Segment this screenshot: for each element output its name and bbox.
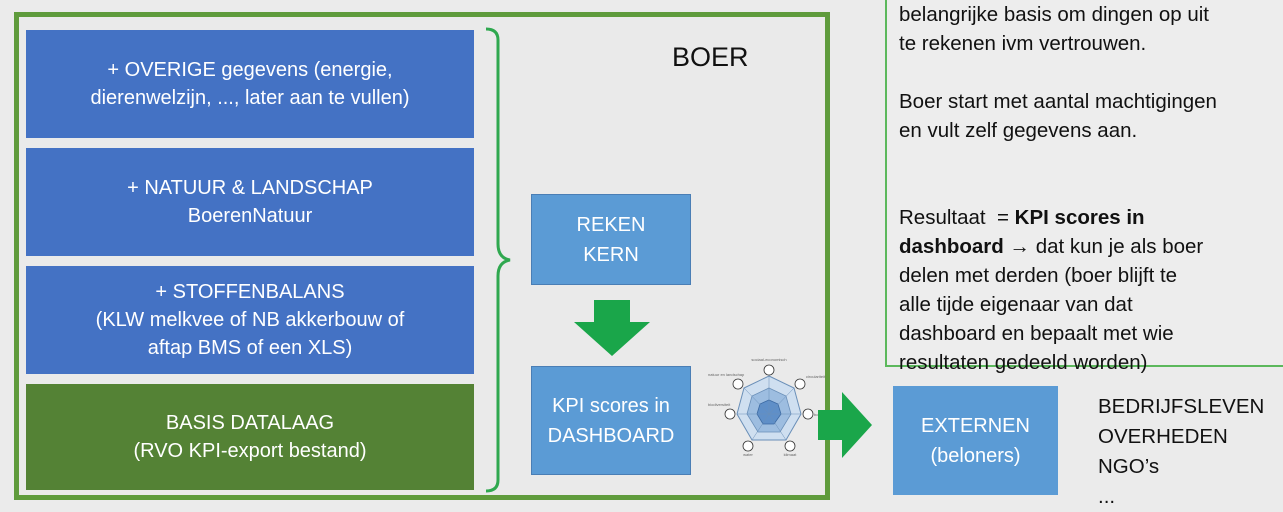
reken-line2: KERN <box>583 243 639 266</box>
note-line: Boer start met aantal machtigingen <box>899 90 1217 113</box>
radar-chart-graphic: sociaal-economisch circulariteit bodem k… <box>708 357 827 457</box>
radar-label-4: klimaat <box>784 452 798 457</box>
block-overige: + OVERIGE gegevens (energie, dierenwelzi… <box>26 30 474 138</box>
radar-label-6: biodiversiteit <box>708 402 731 407</box>
note-line: en vult zelf gegevens aan. <box>899 119 1138 142</box>
result-bold-dashboard: dashboard <box>899 235 1004 258</box>
note-line: delen met derden (boer blijft te <box>899 264 1178 287</box>
block-basis-line1: BASIS DATALAAG <box>165 412 335 434</box>
result-arrow-icon: → <box>1009 235 1031 258</box>
note-result-line: Resultaat = KPI scores in <box>899 203 1283 232</box>
recipient-item: NGO’s <box>1098 455 1160 478</box>
boer-label: BOER <box>672 42 749 72</box>
block-stoffenbalans-line1: + STOFFENBALANS <box>155 281 345 303</box>
note-line: resultaten gedeeld worden) <box>899 351 1148 374</box>
block-natuur: + NATUUR & LANDSCHAP BoerenNatuur <box>26 148 474 256</box>
note-line: dashboard en bepaalt met wie <box>899 322 1174 345</box>
note-result-line2: dashboard → dat kun je als boer <box>899 232 1283 261</box>
down-arrow-icon <box>574 300 650 356</box>
block-stoffenbalans: + STOFFENBALANS (KLW melkvee of NB akker… <box>26 266 474 374</box>
block-natuur-line1: + NATUUR & LANDSCHAP <box>127 177 373 199</box>
block-stoffenbalans-line2: (KLW melkvee of NB akkerbouw of <box>95 309 405 331</box>
recipient-item: BEDRIJFSLEVEN <box>1098 395 1265 418</box>
recipient-item: OVERHEDEN <box>1098 425 1228 448</box>
externen-box: EXTERNEN (beloners) <box>893 386 1058 495</box>
note-line: alle tijde eigenaar van dat <box>899 293 1133 316</box>
explanation-note: belangrijke basis om dingen op uit te re… <box>885 0 1283 374</box>
externen-line1: EXTERNEN <box>921 414 1030 437</box>
recipients-list: BEDRIJFSLEVEN OVERHEDEN NGO’s ... <box>1098 392 1264 512</box>
externen-line2: (beloners) <box>930 444 1021 467</box>
block-stoffenbalans-line3: aftap BMS of een XLS) <box>147 337 353 359</box>
block-basis-line2: (RVO KPI-export bestand) <box>133 440 367 462</box>
reken-line1: REKEN <box>576 213 646 236</box>
block-basis-datalaag: BASIS DATALAAG (RVO KPI-export bestand) <box>26 384 474 490</box>
block-natuur-line2: BoerenNatuur <box>187 205 313 227</box>
kpi-line1: KPI scores in <box>552 394 670 417</box>
note-line: belangrijke basis om dingen op uit <box>899 3 1209 26</box>
radar-label-7: natuur en landschap <box>708 372 745 377</box>
curly-brace <box>485 27 511 493</box>
right-arrow-icon <box>818 392 872 458</box>
block-overige-line1: + OVERIGE gegevens (energie, <box>107 59 393 81</box>
recipient-item: ... <box>1098 485 1116 508</box>
reken-kern-box: REKEN KERN <box>531 194 691 285</box>
result-prefix: Resultaat = <box>899 206 1015 229</box>
kpi-dashboard-box: KPI scores in DASHBOARD <box>531 366 691 475</box>
radar-label-2: circulariteit <box>806 374 826 379</box>
kpi-line2: DASHBOARD <box>547 424 675 447</box>
result-rest: dat kun je als boer <box>1030 235 1204 258</box>
block-overige-line2: dierenwelzijn, ..., later aan te vullen) <box>90 87 410 109</box>
result-bold-kpi: KPI scores in <box>1014 206 1145 229</box>
radar-label-1: sociaal-economisch <box>751 357 786 362</box>
radar-label-5: water <box>743 452 753 457</box>
note-line: te rekenen ivm vertrouwen. <box>899 32 1147 55</box>
